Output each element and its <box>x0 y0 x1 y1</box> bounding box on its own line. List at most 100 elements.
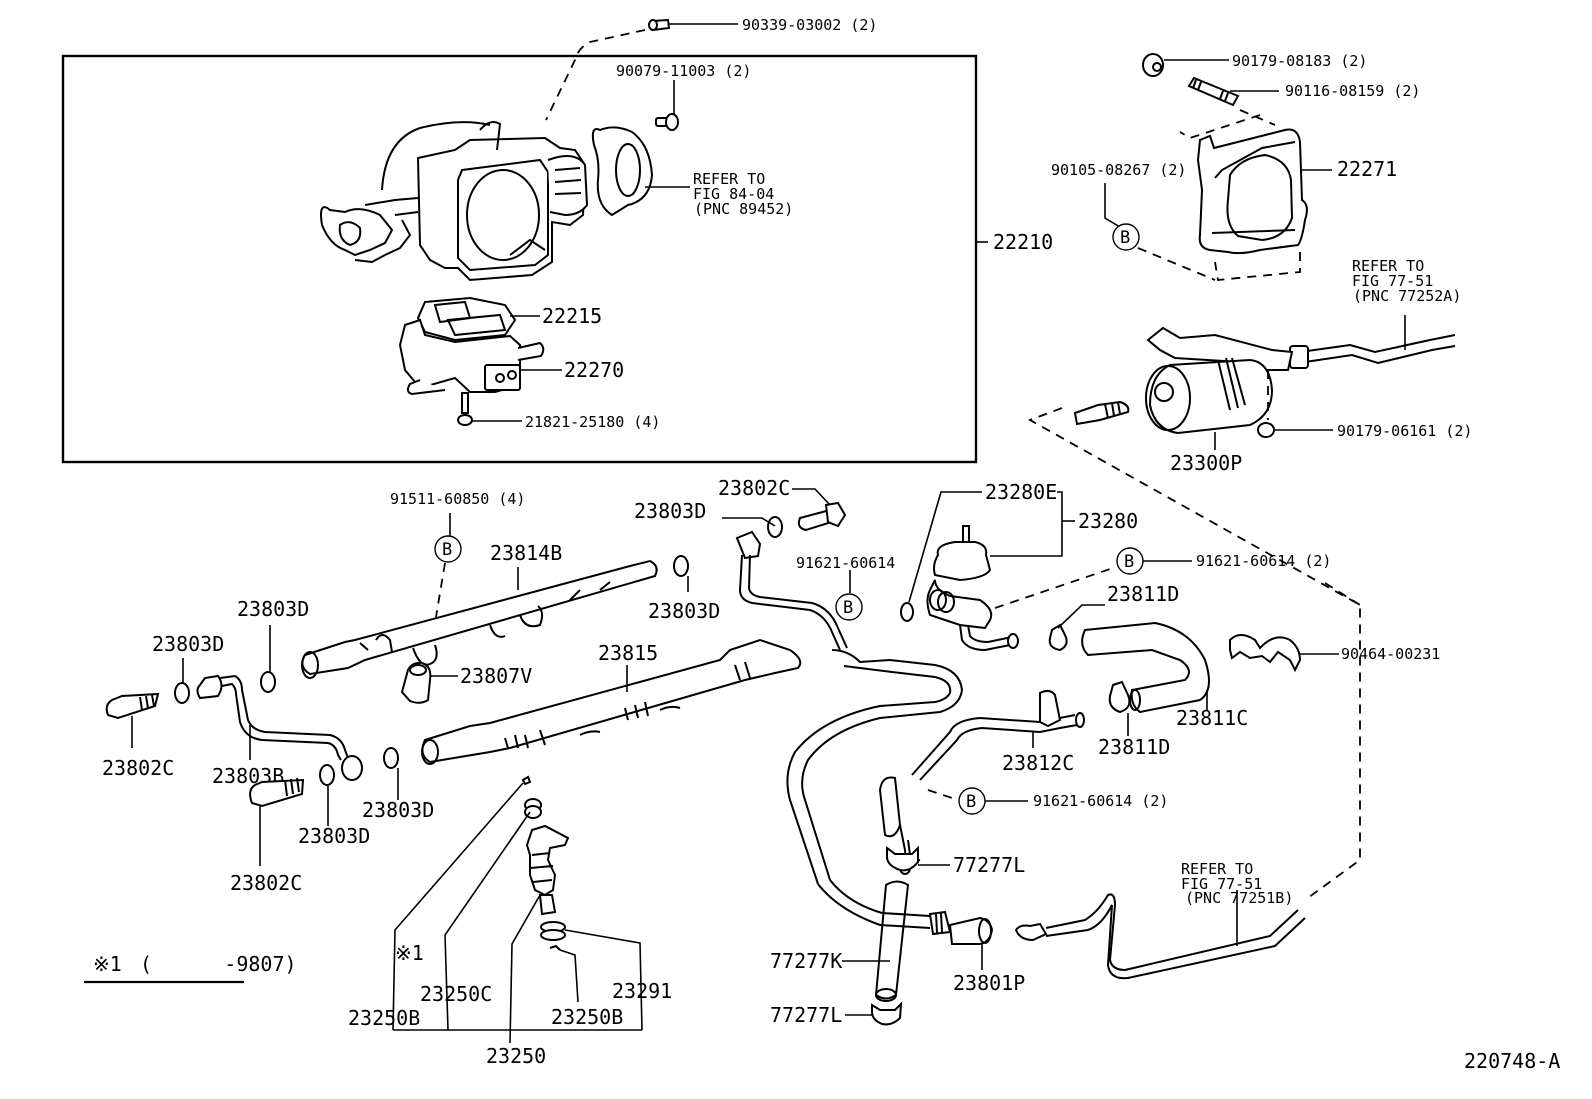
part-23815-fuel-rail[interactable] <box>421 638 802 765</box>
label-23803D-lower[interactable]: 23803D <box>362 798 434 822</box>
label-23250C-note[interactable]: ※1 <box>395 941 424 965</box>
label-90179-06161[interactable]: 90179-06161 (2) <box>1337 422 1472 440</box>
label-90464-00231[interactable]: 90464-00231 <box>1341 645 1440 663</box>
part-fuel-line-77252a[interactable] <box>1289 334 1456 369</box>
part-21821-25180[interactable] <box>457 392 522 426</box>
part-91621-60614-lower[interactable]: B <box>958 787 1028 815</box>
part-throttle-position-sensor[interactable] <box>591 126 690 217</box>
label-22270[interactable]: 22270 <box>564 358 624 382</box>
label-90105-08267[interactable]: 90105-08267 (2) <box>1051 161 1186 179</box>
label-22215[interactable]: 22215 <box>542 304 602 328</box>
label-23803D-rail[interactable]: 23803D <box>648 599 720 623</box>
label-23300P[interactable]: 23300P <box>1170 451 1242 475</box>
label-23250C[interactable]: 23250C <box>420 982 492 1006</box>
part-23280-pressure-regulator[interactable] <box>926 491 1076 652</box>
refer-note-pnc-77252a[interactable]: REFER TO FIG 77-51 (PNC 77252A) <box>1352 257 1461 350</box>
part-22270-idle-air-control[interactable] <box>398 318 562 396</box>
part-23803D-left1[interactable] <box>174 658 190 704</box>
part-23803D-rail[interactable] <box>673 555 689 592</box>
label-23802C-top[interactable]: 23802C <box>718 476 790 500</box>
part-22210-throttle-body[interactable] <box>320 121 988 282</box>
part-77277L-bottom[interactable] <box>845 1001 903 1026</box>
label-91621-60614-lower[interactable]: 91621-60614 (2) <box>1033 792 1168 810</box>
label-91621-60614-regulator[interactable]: 91621-60614 (2) <box>1196 552 1331 570</box>
label-23803D-left1[interactable]: 23803D <box>152 632 224 656</box>
label-23807V[interactable]: 23807V <box>460 664 532 688</box>
label-23815[interactable]: 23815 <box>598 641 658 665</box>
part-90079-11003[interactable] <box>655 80 679 131</box>
part-23811D-top[interactable] <box>1048 604 1105 652</box>
part-23802C-lower[interactable] <box>249 777 305 866</box>
part-fuel-pipe-upper[interactable] <box>735 530 848 651</box>
label-90079-11003[interactable]: 90079-11003 (2) <box>616 62 751 80</box>
part-23803B-pipe[interactable] <box>196 674 363 781</box>
svg-text:B: B <box>1124 552 1134 572</box>
label-23803D-lower2[interactable]: 23803D <box>298 824 370 848</box>
label-77277K[interactable]: 77277K <box>770 949 842 973</box>
part-90179-08183[interactable] <box>1142 53 1229 77</box>
part-23812C-pipe[interactable] <box>911 689 1085 781</box>
part-90464-00231-clip[interactable] <box>1229 634 1339 673</box>
label-23802C-left[interactable]: 23802C <box>102 756 174 780</box>
part-22215-gasket[interactable] <box>416 296 540 342</box>
part-91621-60614-regulator[interactable]: B <box>1116 547 1192 575</box>
label-23291[interactable]: 23291 <box>612 979 672 1003</box>
part-90179-06161[interactable] <box>1257 422 1333 438</box>
part-23803D-lower[interactable] <box>383 747 399 800</box>
svg-text:REFER TO: REFER TO <box>1181 860 1253 878</box>
note-applicability: ※1 ( -9807) <box>84 952 297 984</box>
label-22271[interactable]: 22271 <box>1337 157 1397 181</box>
label-23802C-lower[interactable]: 23802C <box>230 871 302 895</box>
label-23250B-left[interactable]: 23250B <box>348 1006 420 1030</box>
part-fuel-line-77251b[interactable] <box>1014 890 1306 980</box>
svg-text:FIG 84-04: FIG 84-04 <box>693 185 774 203</box>
part-23814B-fuel-rail[interactable] <box>301 559 658 679</box>
label-23803D-left2[interactable]: 23803D <box>237 597 309 621</box>
label-91621-60614-mid[interactable]: 91621-60614 <box>796 554 895 572</box>
part-23803D-left2[interactable] <box>260 625 276 693</box>
label-21821-25180[interactable]: 21821-25180 (4) <box>525 413 660 431</box>
label-23811D-bottom[interactable]: 23811D <box>1098 735 1170 759</box>
label-23250B-right[interactable]: 23250B <box>551 1005 623 1029</box>
part-90116-08159[interactable] <box>1187 76 1279 107</box>
part-23802C-top[interactable] <box>792 488 847 532</box>
part-23280E-o-ring[interactable] <box>900 491 982 622</box>
label-90116-08159[interactable]: 90116-08159 (2) <box>1285 82 1420 100</box>
label-90179-08183[interactable]: 90179-08183 (2) <box>1232 52 1367 70</box>
label-23812C[interactable]: 23812C <box>1002 751 1074 775</box>
label-23811C[interactable]: 23811C <box>1176 706 1248 730</box>
refer-note-fig-84-04[interactable]: REFER TO FIG 84-04 (PNC 89452) <box>693 170 793 218</box>
part-77277K-hose[interactable] <box>842 880 910 1002</box>
part-91511-60850[interactable]: B <box>434 513 462 563</box>
part-22271-gasket[interactable] <box>1196 128 1332 255</box>
part-23801P-union[interactable] <box>948 916 994 970</box>
label-23801P[interactable]: 23801P <box>953 971 1025 995</box>
label-22210[interactable]: 22210 <box>993 230 1053 254</box>
part-90339-03002[interactable] <box>648 18 738 32</box>
part-90105-08267[interactable]: B <box>1104 183 1140 251</box>
part-77277L-top[interactable] <box>886 845 950 872</box>
label-77277L-top[interactable]: 77277L <box>953 853 1025 877</box>
svg-text:(PNC 77251B): (PNC 77251B) <box>1185 889 1293 907</box>
part-23803D-lower2[interactable] <box>319 764 335 826</box>
part-23807V[interactable] <box>400 661 458 704</box>
label-23280[interactable]: 23280 <box>1078 509 1138 533</box>
refer-note-pnc-77251b[interactable]: REFER TO FIG 77-51 (PNC 77251B) <box>1181 860 1293 907</box>
part-23250-injector[interactable] <box>521 775 570 951</box>
part-23811D-bottom[interactable] <box>1108 680 1131 736</box>
label-23280E[interactable]: 23280E <box>985 480 1057 504</box>
label-23250[interactable]: 23250 <box>486 1044 546 1068</box>
part-91621-60614-mid[interactable]: B <box>835 570 863 621</box>
label-23814B[interactable]: 23814B <box>490 541 562 565</box>
label-90339-03002[interactable]: 90339-03002 (2) <box>742 16 877 34</box>
part-23802C-left[interactable] <box>105 692 160 748</box>
part-23803D-top[interactable] <box>722 516 783 538</box>
part-fuel-filter-union[interactable] <box>1073 400 1130 426</box>
part-23300P-fuel-filter[interactable] <box>1145 326 1294 450</box>
label-91511-60850[interactable]: 91511-60850 (4) <box>390 490 525 508</box>
label-77277L-bottom[interactable]: 77277L <box>770 1003 842 1027</box>
label-23803D-top[interactable]: 23803D <box>634 499 706 523</box>
part-23811C-hose[interactable] <box>1081 621 1210 714</box>
figure-id: 220748-A <box>1464 1049 1560 1073</box>
label-23811D-top[interactable]: 23811D <box>1107 582 1179 606</box>
